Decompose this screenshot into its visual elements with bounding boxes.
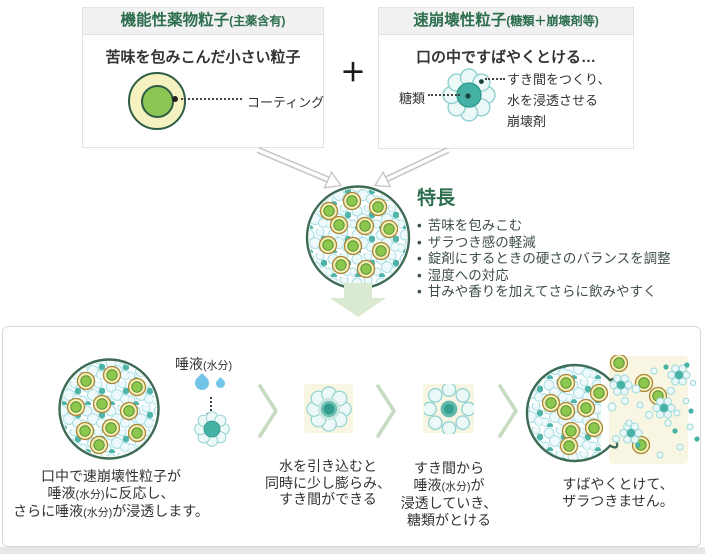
- fast-disintegrating-particle-box: 速崩壊性粒子(糖類＋崩壊剤等) 口の中ですばやくとける… 糖類 すき間をつくり、…: [378, 7, 634, 149]
- drug-core: [140, 84, 174, 118]
- step2-caption-line: 同時に少し膨らみ、: [265, 474, 391, 491]
- coating-label: コーティング: [247, 95, 325, 110]
- bitter-coating-text: 苦味を包みこんだ小さい粒子: [105, 49, 301, 66]
- step3-caption-line: すき間から: [414, 460, 484, 476]
- merge-arrow-right: [373, 147, 450, 188]
- step1-particle-illustration: [194, 411, 230, 447]
- dissolves-quickly-text: 口の中ですばやくとける…: [415, 49, 596, 66]
- features-heading: 特長: [417, 188, 456, 209]
- feature-item: 錠剤にするときの硬さのバランスを調整: [417, 251, 703, 268]
- down-arrow: [330, 283, 386, 317]
- coating-layer: [128, 72, 186, 130]
- step2-particle-illustration: [306, 386, 352, 432]
- chevron-arrow-1: [258, 384, 278, 438]
- features-list: 苦味を包みこむザラつき感の軽減錠剤にするときの硬さのバランスを調整湿度への対応甘…: [417, 218, 703, 301]
- step1-caption: 口中で速崩壊性粒子が唾液(水分)に反応し、さらに唾液(水分)が浸透します。: [11, 468, 211, 522]
- merge-arrows: [256, 147, 450, 189]
- released-particles: [607, 355, 700, 459]
- step1-caption-line: さらに唾液(水分)が浸透します。: [13, 503, 209, 519]
- fast-disintegrating-particle-header: 速崩壊性粒子(糖類＋崩壊剤等): [379, 8, 633, 35]
- coated-particle-illustration: [128, 72, 186, 130]
- step1-caption-line: 唾液(水分)に反応し、: [47, 484, 175, 501]
- chevron-arrow-2: [376, 384, 396, 438]
- step4-caption: すばやくとけて、ザラつきません。: [538, 476, 698, 509]
- step2-caption: 水を引き込むと同時に少し膨らみ、すき間ができる: [258, 458, 398, 508]
- step3-caption-line: 唾液(水分)が: [413, 476, 485, 493]
- saliva-dotted-arrow-line: [210, 397, 212, 411]
- feature-item: 苦味を包みこむ: [417, 218, 703, 235]
- step2-caption-line: 水を引き込むと: [279, 458, 377, 474]
- sugar-label: 糖類: [399, 91, 426, 106]
- step3-particle-illustration: [424, 384, 474, 434]
- step3-caption-line: 浸透していき、: [400, 495, 498, 511]
- functional-drug-particle-box: 機能性薬物粒子(主薬含有) 苦味を包みこんだ小さい粒子 コーティング: [82, 7, 324, 148]
- step4-caption-line: すばやくとけて、: [562, 476, 674, 492]
- coating-pointer-dot: [172, 96, 178, 102]
- step1-caption-line: 口中で速崩壊性粒子が: [41, 468, 181, 484]
- merge-arrow-left: [256, 147, 343, 189]
- step1-granule-illustration: [58, 358, 160, 460]
- step2-caption-line: すき間ができる: [279, 491, 377, 507]
- coating-dotted-line: [181, 98, 242, 100]
- disintegrant-note-line: すき間をつくり、: [507, 72, 611, 87]
- saliva-label: 唾液(水分): [175, 356, 233, 372]
- page-edge: [0, 547, 705, 554]
- combined-particle-illustration: [305, 185, 411, 290]
- chevron-arrow-3: [498, 384, 518, 438]
- saliva-drop-small: [214, 377, 227, 390]
- step4-caption-line: ザラつきません。: [562, 492, 674, 509]
- sugar-pointer-dot: [465, 93, 471, 99]
- breaking-shell-outline: [525, 363, 612, 463]
- feature-item: ザラつき感の軽減: [417, 235, 703, 252]
- feature-item: 湿度への対応: [417, 268, 703, 285]
- sugar-dotted-line: [428, 94, 460, 96]
- saliva-drop-large: [192, 373, 212, 393]
- step3-caption-line: 糖類がとける: [407, 511, 491, 528]
- disintegrant-dotted-line: [485, 78, 505, 80]
- disintegrant-note-line: 水を浸透させる: [507, 93, 599, 108]
- disintegrant-note-line: 崩壊剤: [507, 114, 547, 129]
- feature-item: 甘みや香りを加えてさらに飲みやすく: [417, 284, 703, 301]
- features-section: 特長 苦味を包みこむザラつき感の軽減錠剤にするときの硬さのバランスを調整湿度への…: [417, 183, 703, 301]
- functional-drug-particle-header: 機能性薬物粒子(主薬含有): [83, 8, 323, 35]
- disintegrant-pointer-dot: [479, 79, 484, 84]
- plus-sign: ＋: [340, 59, 366, 87]
- disintegrant-note: すき間をつくり、水を浸透させる崩壊剤: [507, 69, 610, 132]
- process-panel: 唾液(水分): [2, 326, 701, 547]
- step3-caption: すき間から唾液(水分)が浸透していき、糖類がとける: [389, 460, 509, 528]
- step4-dissolving-illustration: [525, 355, 700, 463]
